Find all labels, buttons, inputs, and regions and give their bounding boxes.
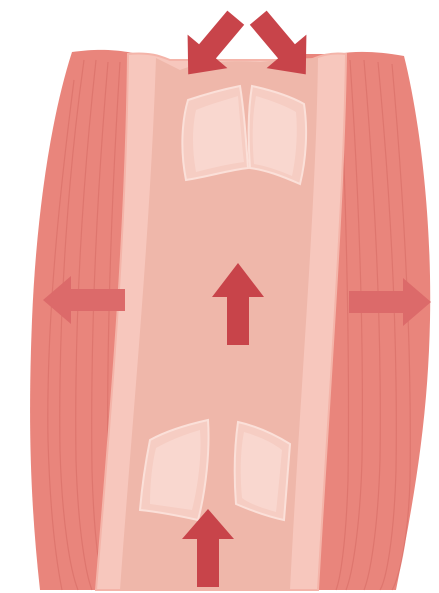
- diagram-canvas: [0, 0, 439, 593]
- vein-muscle-pump-diagram: [0, 0, 439, 593]
